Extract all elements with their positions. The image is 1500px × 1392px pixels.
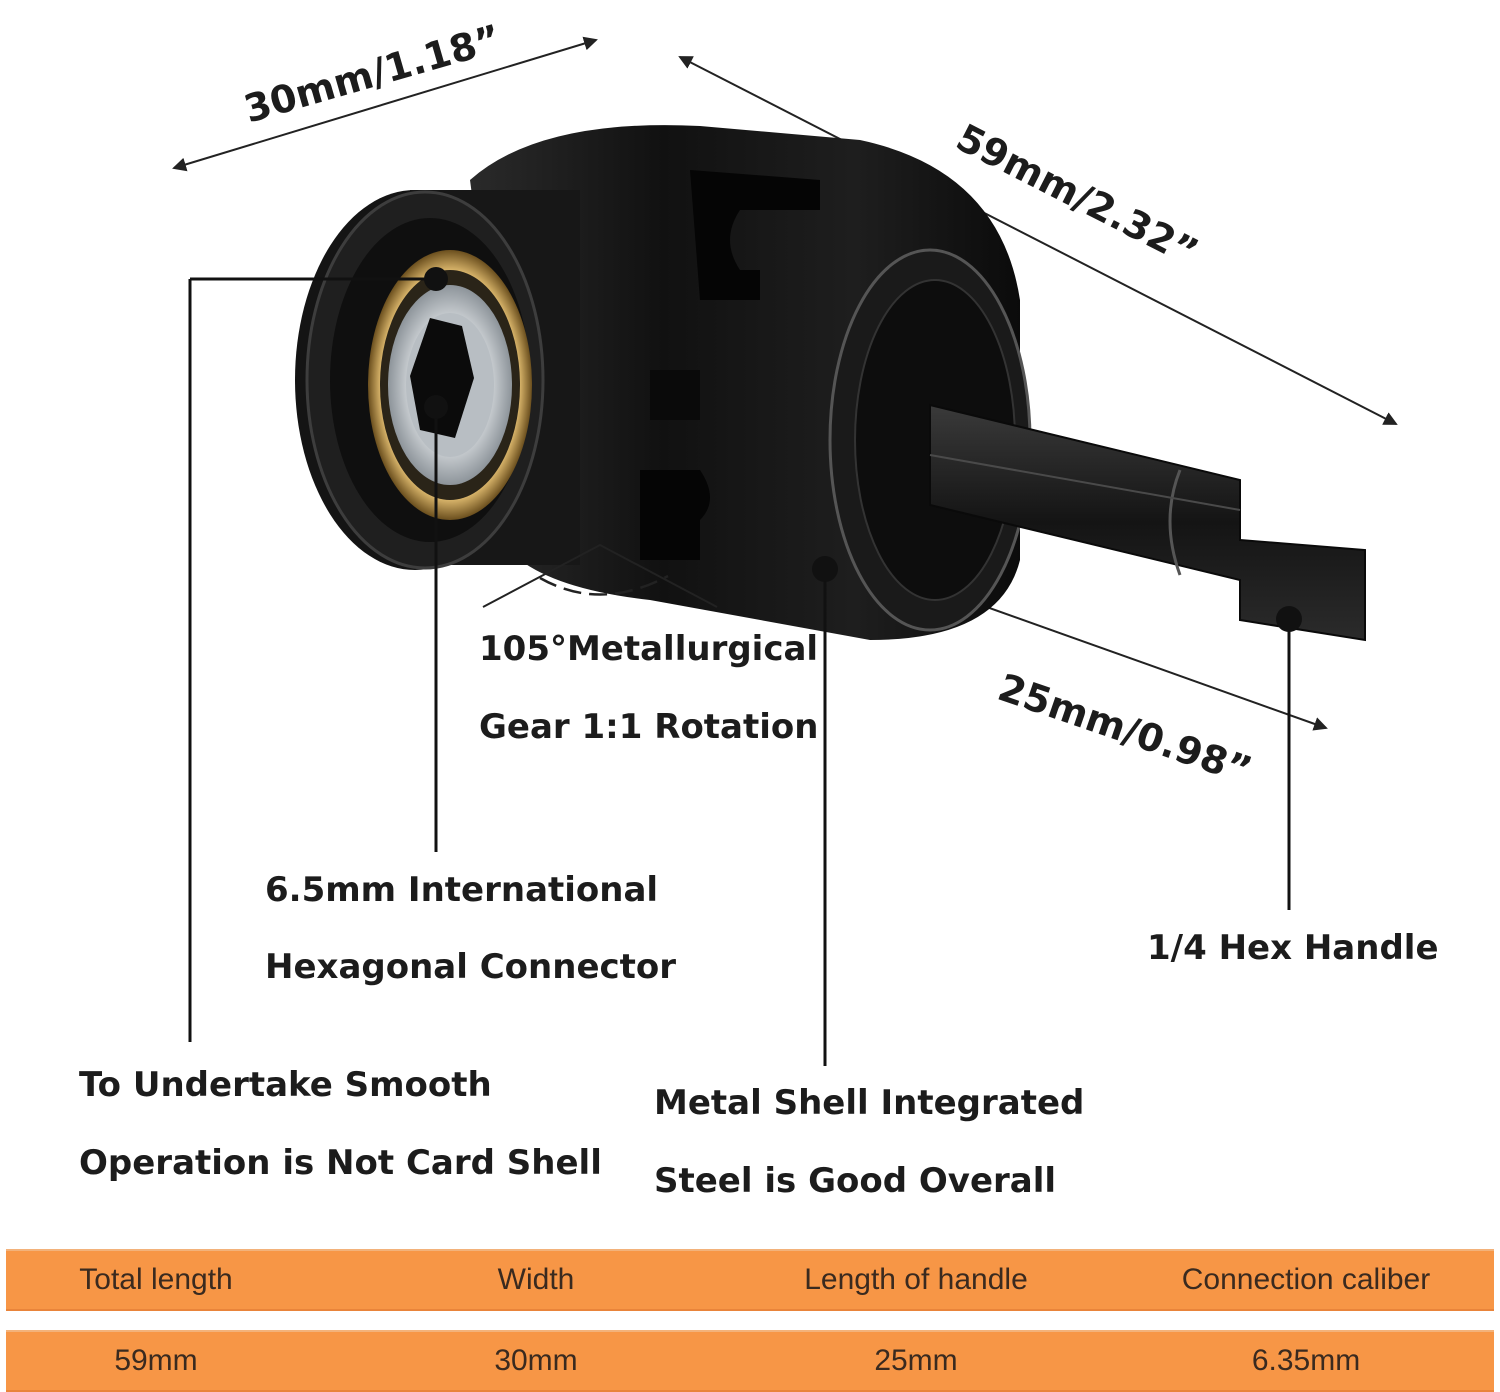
hex-shaft <box>929 403 1366 642</box>
metal-shell-callout-line1: Metal Shell Integrated <box>654 1083 1085 1123</box>
spec-table-value-row: 59mm 30mm 25mm 6.35mm <box>6 1330 1494 1392</box>
length-arrow <box>678 56 1398 425</box>
spec-header-handle-length: Length of handle <box>804 1263 1028 1296</box>
handle-arrow <box>951 592 1328 731</box>
angle-indicator <box>482 543 718 608</box>
hex-connector-callout-line1: 6.5mm International <box>265 870 659 910</box>
gear-callout-line2: Gear 1:1 Rotation <box>479 707 819 747</box>
leader-lines <box>188 277 1291 1066</box>
hex-handle-callout: 1/4 Hex Handle <box>1147 928 1439 968</box>
spec-value-width: 30mm <box>494 1344 578 1377</box>
spec-header-total-length: Total length <box>79 1263 233 1296</box>
spec-value-total-length: 59mm <box>114 1344 198 1377</box>
smooth-operation-callout-line1: To Undertake Smooth <box>79 1065 492 1105</box>
spec-table-header-row: Total length Width Length of handle Conn… <box>6 1249 1494 1311</box>
spec-header-connection-caliber: Connection caliber <box>1181 1263 1431 1296</box>
metal-shell-callout-line2: Steel is Good Overall <box>654 1161 1057 1201</box>
width-arrow <box>172 36 598 172</box>
smooth-operation-callout-line2: Operation is Not Card Shell <box>79 1143 602 1183</box>
leader-dots <box>424 267 1302 632</box>
spec-value-handle-length: 25mm <box>874 1344 958 1377</box>
hex-connector-callout-line2: Hexagonal Connector <box>265 947 677 987</box>
spec-header-width: Width <box>497 1263 575 1296</box>
gear-callout-line1: 105°Metallurgical <box>479 629 819 669</box>
spec-value-connection-caliber: 6.35mm <box>1251 1344 1361 1377</box>
